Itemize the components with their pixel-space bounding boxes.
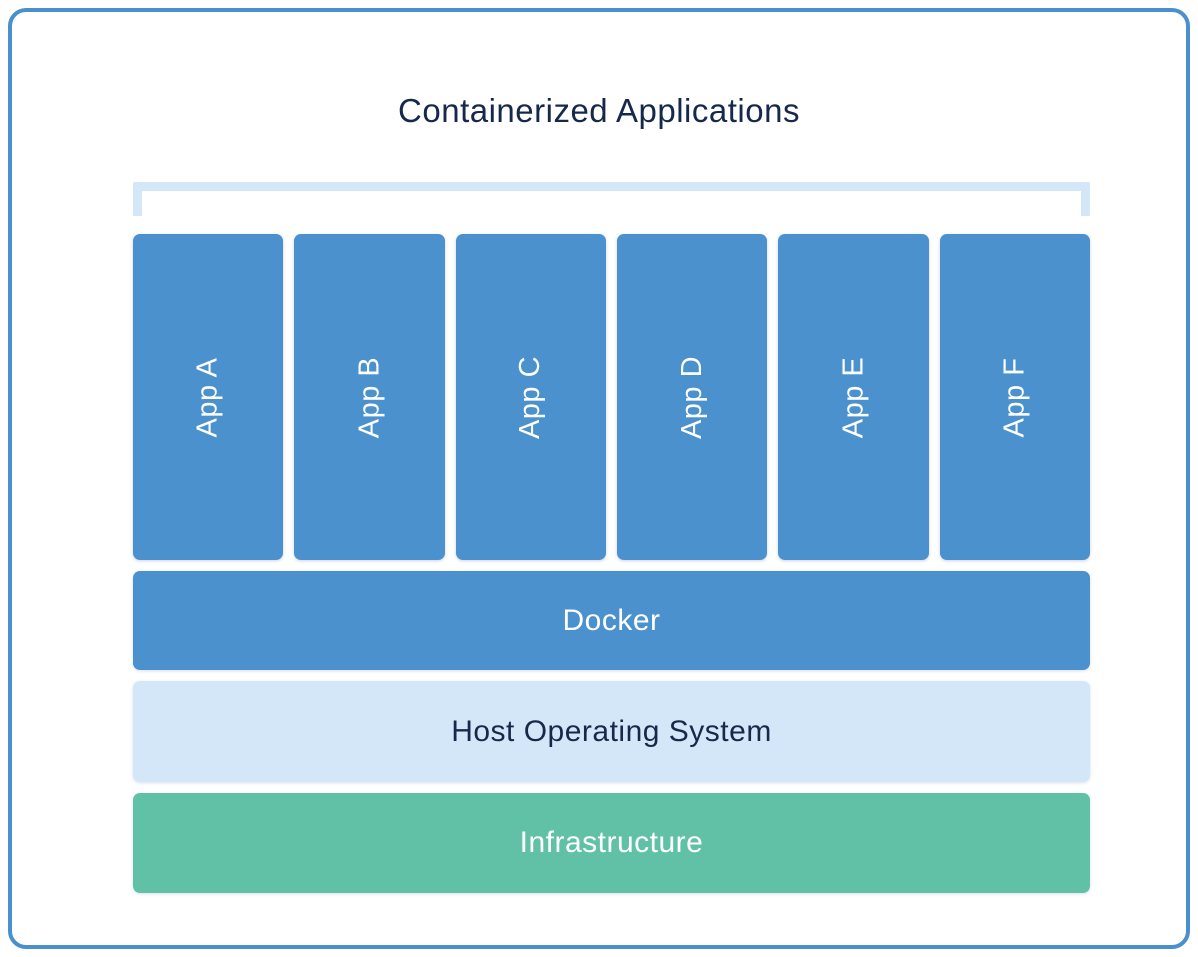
- app-container: App B: [294, 234, 445, 560]
- app-container: App E: [778, 234, 929, 560]
- app-container-label: App C: [514, 355, 547, 439]
- diagram-title: Containerized Applications: [398, 92, 800, 129]
- host-os-layer: Host Operating System: [133, 681, 1090, 782]
- host-os-layer-label: Host Operating System: [451, 714, 772, 748]
- infrastructure-layer-label: Infrastructure: [519, 826, 704, 859]
- app-container-label: App B: [352, 356, 385, 438]
- app-container-label: App E: [836, 356, 869, 438]
- containers-bracket: [133, 182, 1090, 216]
- layer-stack: App A App B App C App D App E App F Docker Ho…: [133, 182, 1090, 893]
- app-container-label: App D: [675, 355, 708, 439]
- docker-layer-label: Docker: [562, 603, 661, 637]
- app-container: App A: [133, 234, 284, 560]
- docker-layer: Docker: [133, 571, 1090, 670]
- app-container-label: App F: [998, 357, 1031, 437]
- app-container: App D: [616, 234, 768, 560]
- infrastructure-layer: Infrastructure: [133, 793, 1090, 893]
- app-container: App F: [939, 234, 1090, 560]
- app-container: App C: [455, 234, 606, 560]
- app-container-label: App A: [191, 357, 224, 437]
- apps-row: App A App B App C App D App E App F: [133, 234, 1090, 560]
